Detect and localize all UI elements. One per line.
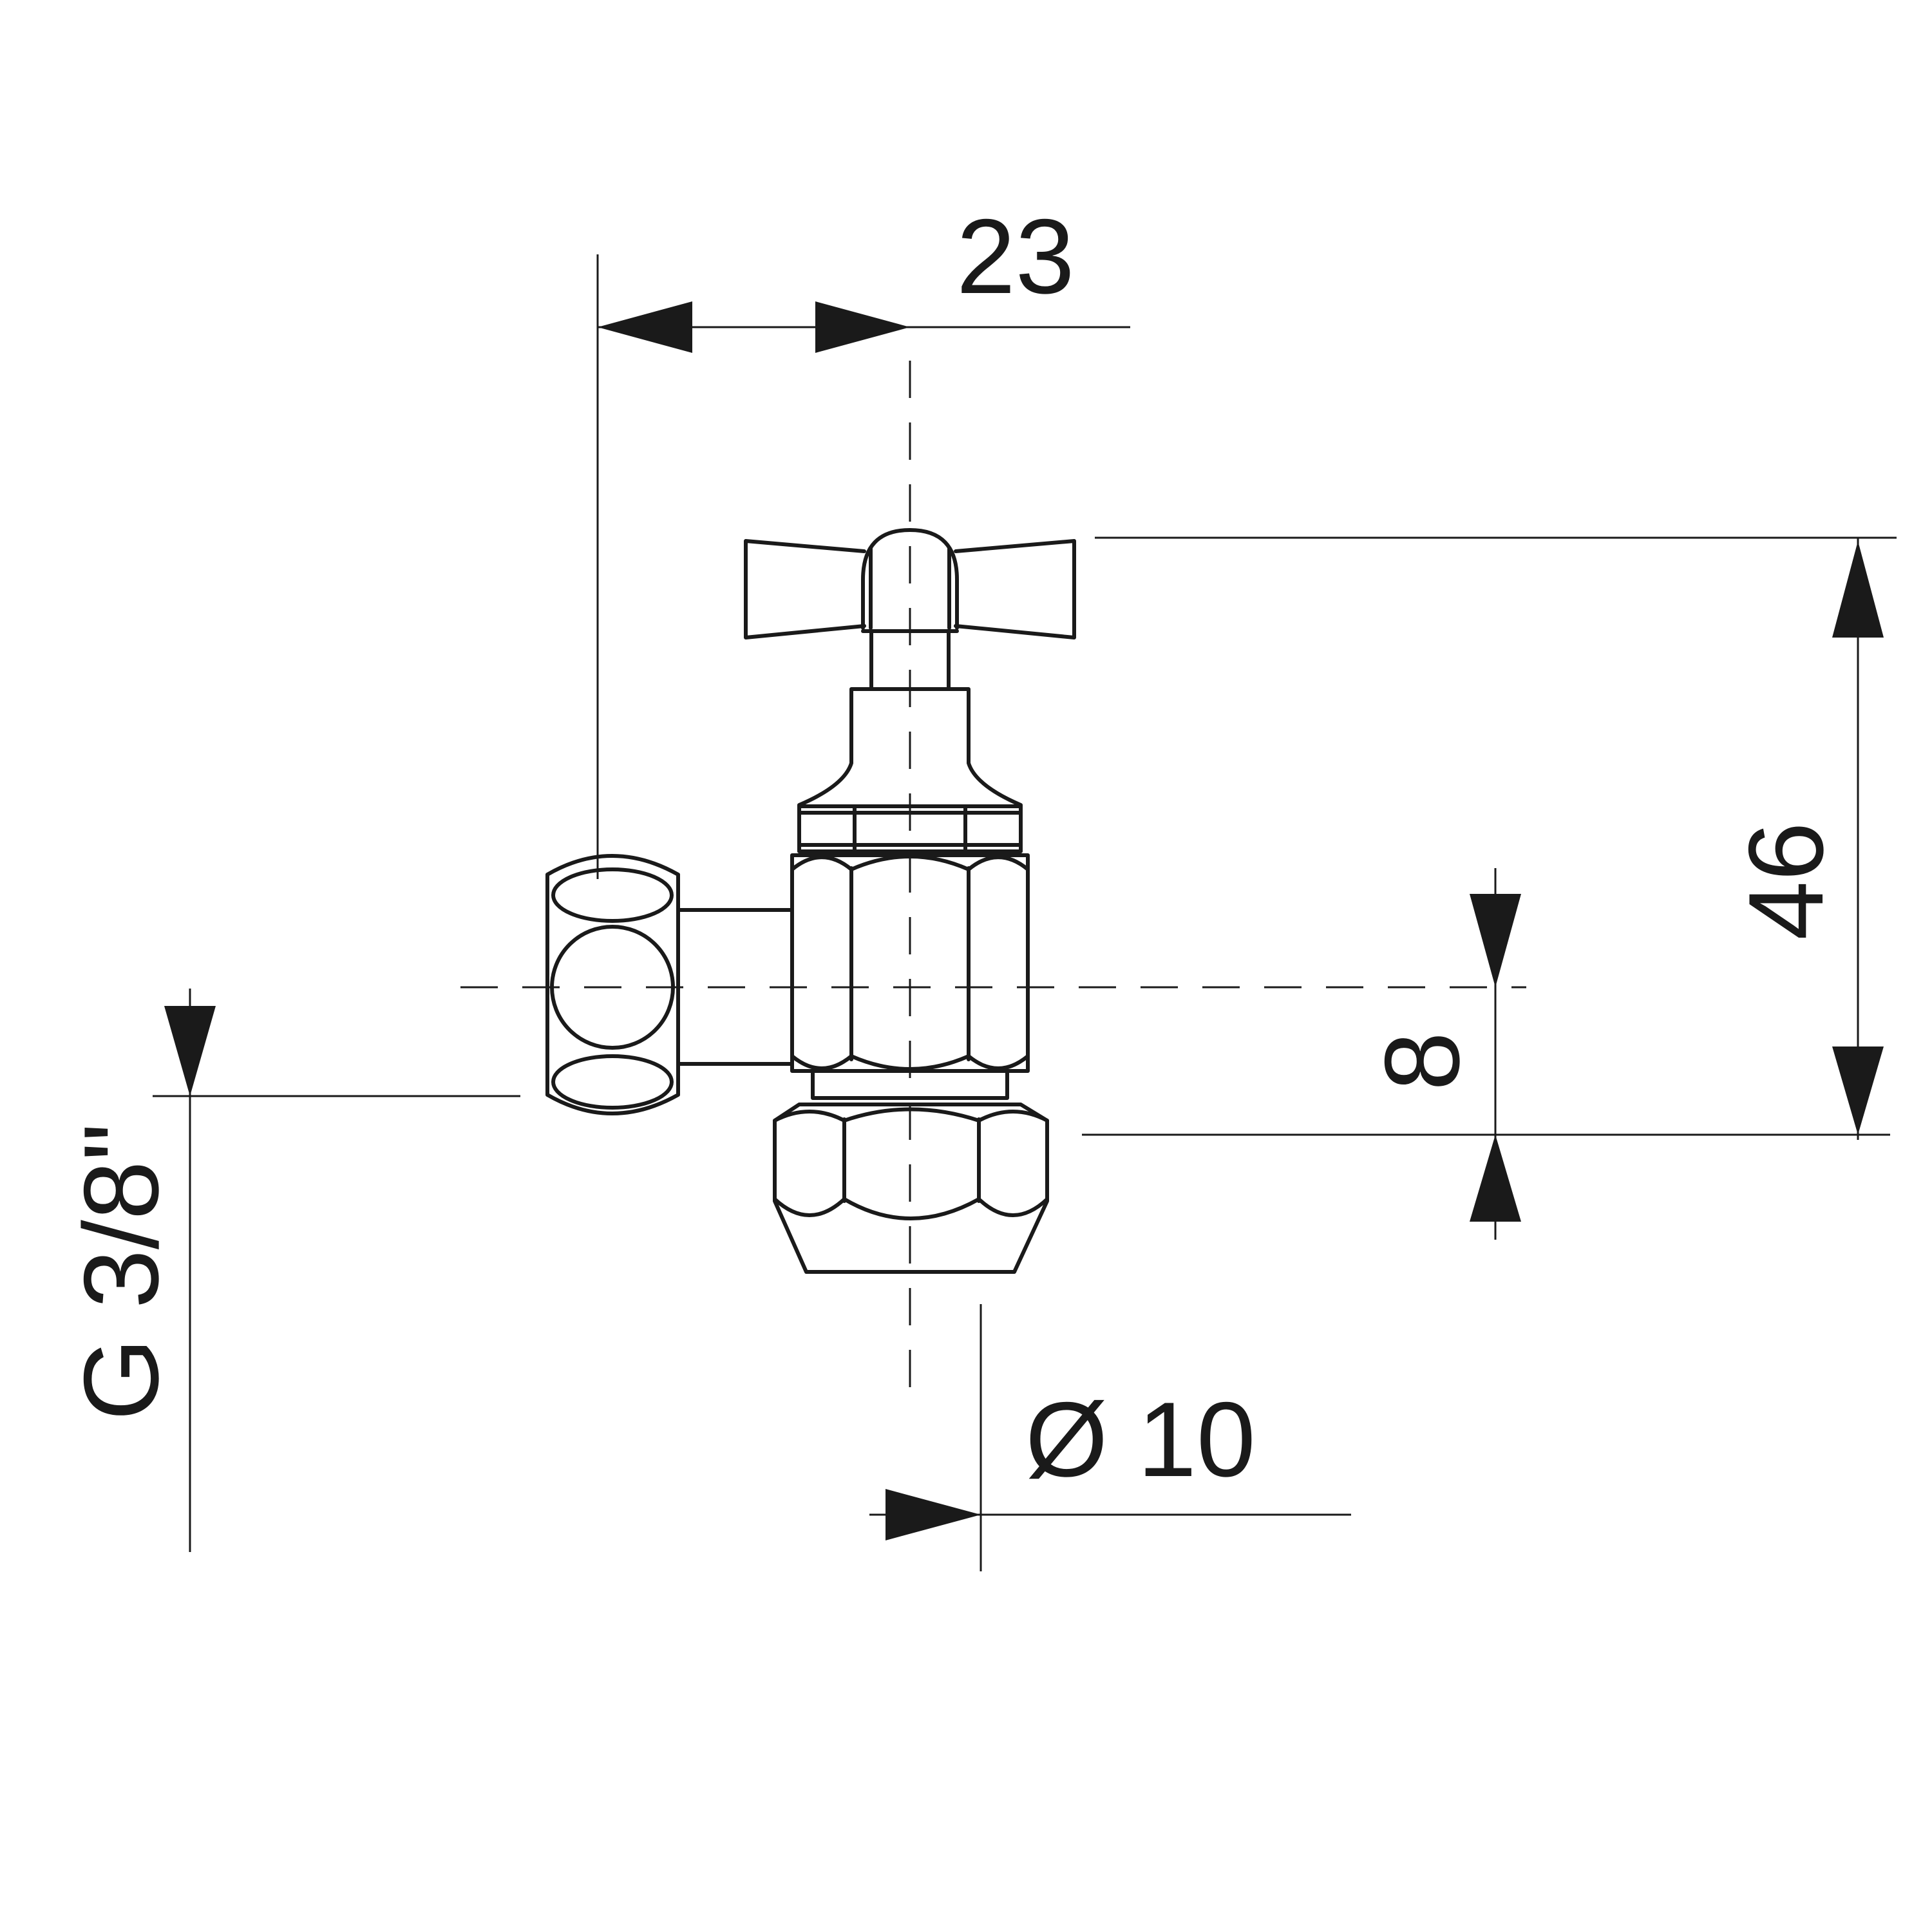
arrow-head	[1470, 1135, 1521, 1222]
dimension-label: G 3/8"	[62, 1123, 180, 1421]
arrow-head	[1832, 541, 1884, 638]
dimension-pipe-diameter: Ø 10	[869, 1304, 1351, 1571]
outlet-arm	[676, 908, 794, 1066]
handle-wing-left	[744, 539, 866, 639]
center-lines	[460, 361, 1526, 1391]
arrow-head	[1470, 894, 1521, 987]
valve-body	[545, 528, 1076, 1274]
dimension-height-total: 46	[1082, 536, 1897, 1140]
compression-nut	[773, 1103, 1049, 1274]
dimension-offset-vertical: 8	[1363, 868, 1521, 1240]
arrow-head	[598, 301, 692, 353]
arrow-head	[886, 1489, 981, 1540]
dimension-label: 46	[1727, 822, 1845, 940]
bonnet-ring	[797, 804, 1023, 853]
arrow-head	[1832, 1046, 1884, 1135]
handle-wing-right	[954, 539, 1076, 639]
dimension-label: Ø 10	[1025, 1380, 1256, 1499]
inlet-hex-nut	[545, 854, 680, 1115]
arrow-head	[164, 1006, 216, 1096]
dimension-label: 8	[1363, 1032, 1481, 1091]
compression-neck	[811, 1069, 1009, 1100]
dimension-offset-horizontal: 23	[596, 197, 1130, 879]
arrow-head	[815, 301, 910, 353]
dimension-label: 23	[956, 197, 1075, 316]
main-hex-body	[790, 853, 1030, 1073]
handle-hub	[861, 528, 959, 630]
dimension-thread-size: G 3/8"	[62, 989, 520, 1552]
